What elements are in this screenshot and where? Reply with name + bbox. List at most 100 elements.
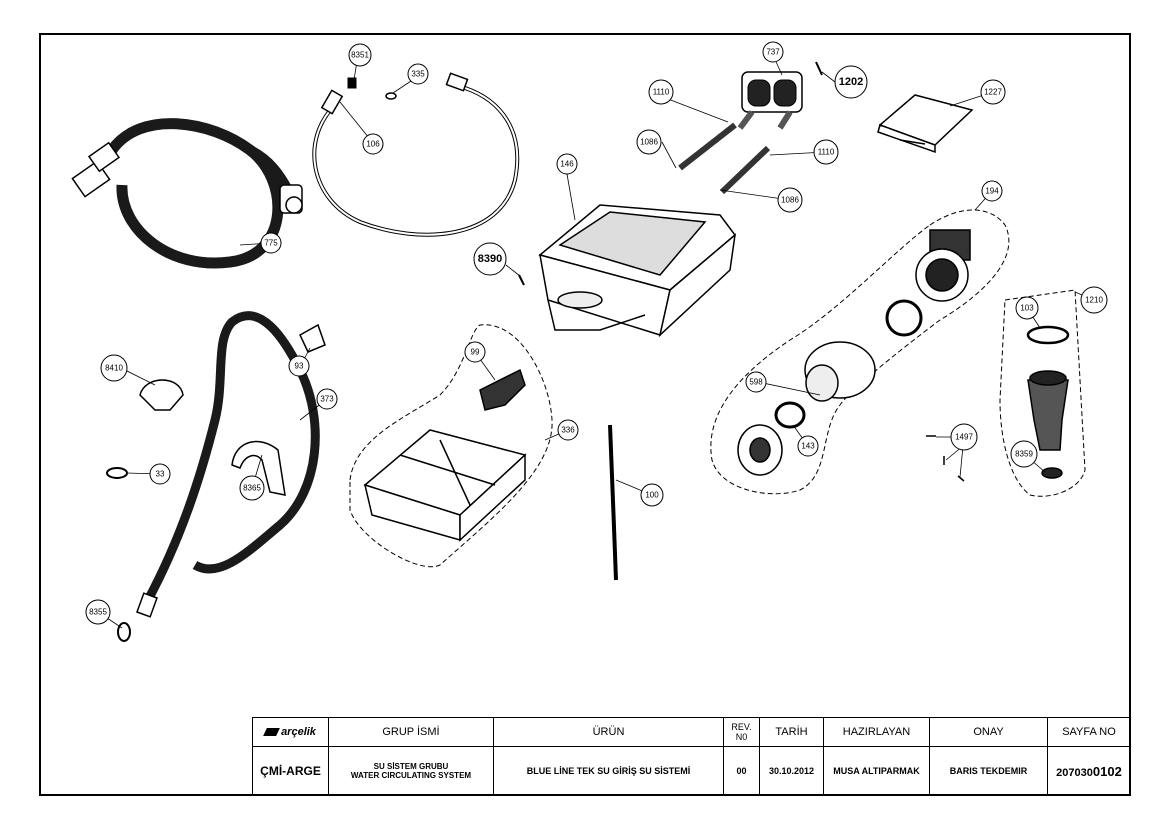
brand-logo-text: arçelik <box>281 726 316 738</box>
callout-33-label: 33 <box>156 470 165 479</box>
approval-value: BARIS TEKDEMIR <box>929 746 1048 796</box>
callout-1497-label: 1497 <box>955 433 973 442</box>
part-callouts: 8351 335 106 775 737 1202 1110 1086 1110… <box>85 41 1108 625</box>
logo-mark-icon <box>263 728 280 737</box>
page-no-prefix: 207030 <box>1056 766 1093 779</box>
screw-8390 <box>518 274 525 286</box>
callout-1086-bottom[interactable]: 1086 <box>777 187 803 213</box>
callout-8390[interactable]: 8390 <box>473 242 507 276</box>
callout-335[interactable]: 335 <box>407 63 429 85</box>
callout-775[interactable]: 775 <box>260 232 282 254</box>
callout-93-label: 93 <box>295 362 304 371</box>
callout-1210[interactable]: 1210 <box>1080 286 1108 314</box>
callout-1497[interactable]: 1497 <box>950 423 978 451</box>
callout-194[interactable]: 194 <box>981 180 1003 202</box>
callout-8351[interactable]: 8351 <box>348 43 372 67</box>
leader-lines <box>97 54 1095 629</box>
filter-parts-1210 <box>1026 325 1070 479</box>
callout-737-label: 737 <box>766 48 780 57</box>
tube-1110-a <box>678 122 737 171</box>
callout-335-label: 335 <box>411 70 425 79</box>
inlet-hose-775 <box>71 118 303 269</box>
callout-1110-top-label: 1110 <box>653 88 670 97</box>
callout-1227[interactable]: 1227 <box>980 79 1006 105</box>
drawer-outline <box>349 324 553 568</box>
callout-336[interactable]: 336 <box>557 419 579 441</box>
header-prepared-by: HAZIRLAYAN <box>823 717 930 747</box>
hose-guide-8365 <box>231 440 286 496</box>
callout-1086-bottom-label: 1086 <box>781 196 799 205</box>
department-value: ÇMİ-ARGE <box>252 746 329 796</box>
callout-99-label: 99 <box>471 348 480 357</box>
callout-1227-label: 1227 <box>984 88 1002 97</box>
drawer-336 <box>363 429 527 542</box>
callout-8410-label: 8410 <box>105 364 123 373</box>
filter-assembly-outline <box>999 289 1086 497</box>
group-name-value: SU SİSTEM GRUBU WATER CIRCULATING SYSTEM <box>328 746 494 796</box>
callout-8410[interactable]: 8410 <box>100 354 128 382</box>
clip-93 <box>299 323 326 353</box>
drain-hose-373 <box>144 311 320 603</box>
callout-1086-top[interactable]: 1086 <box>636 129 662 155</box>
pump-assembly-outline <box>710 209 1010 495</box>
group-name-tr: SU SİSTEM GRUBU <box>373 762 449 771</box>
callout-33[interactable]: 33 <box>149 463 171 485</box>
callout-146-label: 146 <box>560 160 574 169</box>
callout-373[interactable]: 373 <box>316 388 338 410</box>
callout-1202[interactable]: 1202 <box>834 65 868 99</box>
callout-737[interactable]: 737 <box>762 41 784 63</box>
callout-8390-label: 8390 <box>478 253 502 265</box>
tube-1110-b <box>719 145 771 195</box>
callout-8351-label: 8351 <box>351 51 369 60</box>
pump-motor-194 <box>885 229 971 337</box>
title-block-header-row: arçelik GRUP İSMİ ÜRÜN REV. N0 TARİH HAZ… <box>252 717 1131 747</box>
callout-373-label: 373 <box>320 395 334 404</box>
clip-8410 <box>139 379 184 411</box>
callout-1086-top-label: 1086 <box>640 138 658 147</box>
callout-8355-label: 8355 <box>89 608 107 617</box>
tube-100 <box>608 424 618 581</box>
callout-100[interactable]: 100 <box>640 483 664 507</box>
callout-8355[interactable]: 8355 <box>85 599 111 625</box>
callout-103[interactable]: 103 <box>1015 296 1039 320</box>
hose-106 <box>312 72 520 237</box>
header-rev-no: REV. N0 <box>723 717 760 747</box>
callout-598-label: 598 <box>749 378 763 387</box>
callout-8359-label: 8359 <box>1015 450 1033 459</box>
clamp-33 <box>106 467 128 479</box>
date-value: 30.10.2012 <box>759 746 824 796</box>
callout-143-label: 143 <box>801 442 815 451</box>
callout-775-label: 775 <box>264 239 278 248</box>
callout-143[interactable]: 143 <box>797 435 819 457</box>
page-no-value: 2070300102 <box>1047 746 1131 796</box>
callout-8359[interactable]: 8359 <box>1010 440 1038 468</box>
drain-hose-end <box>136 592 158 618</box>
callout-1110-top[interactable]: 1110 <box>648 79 674 105</box>
header-page-no: SAYFA NO <box>1047 717 1131 747</box>
group-name-en: WATER CIRCULATING SYSTEM <box>350 771 472 780</box>
pad-1227 <box>877 94 974 154</box>
header-approval: ONAY <box>929 717 1048 747</box>
callout-1110-bottom[interactable]: 1110 <box>813 139 839 165</box>
callout-93[interactable]: 93 <box>288 355 310 377</box>
callout-1110-bottom-label: 1110 <box>818 148 835 157</box>
dispenser-housing-146 <box>538 204 737 338</box>
pump-housing-598 <box>737 341 876 476</box>
callout-106[interactable]: 106 <box>362 133 384 155</box>
callout-1210-label: 1210 <box>1085 296 1103 305</box>
callout-598[interactable]: 598 <box>745 371 767 393</box>
callout-336-label: 336 <box>561 426 575 435</box>
parts-artwork <box>71 61 1086 642</box>
valve-737 <box>737 61 823 130</box>
callout-103-label: 103 <box>1020 304 1034 313</box>
header-date: TARİH <box>759 717 824 747</box>
callout-8365[interactable]: 8365 <box>239 475 265 501</box>
siphon-99 <box>479 368 526 411</box>
callout-99[interactable]: 99 <box>464 341 486 363</box>
page-no-suffix: 0102 <box>1092 763 1122 779</box>
drawing-frame <box>39 33 1131 796</box>
brand-logo: arçelik <box>252 717 329 747</box>
header-group-name: GRUP İSMİ <box>328 717 494 747</box>
callout-146[interactable]: 146 <box>556 153 578 175</box>
